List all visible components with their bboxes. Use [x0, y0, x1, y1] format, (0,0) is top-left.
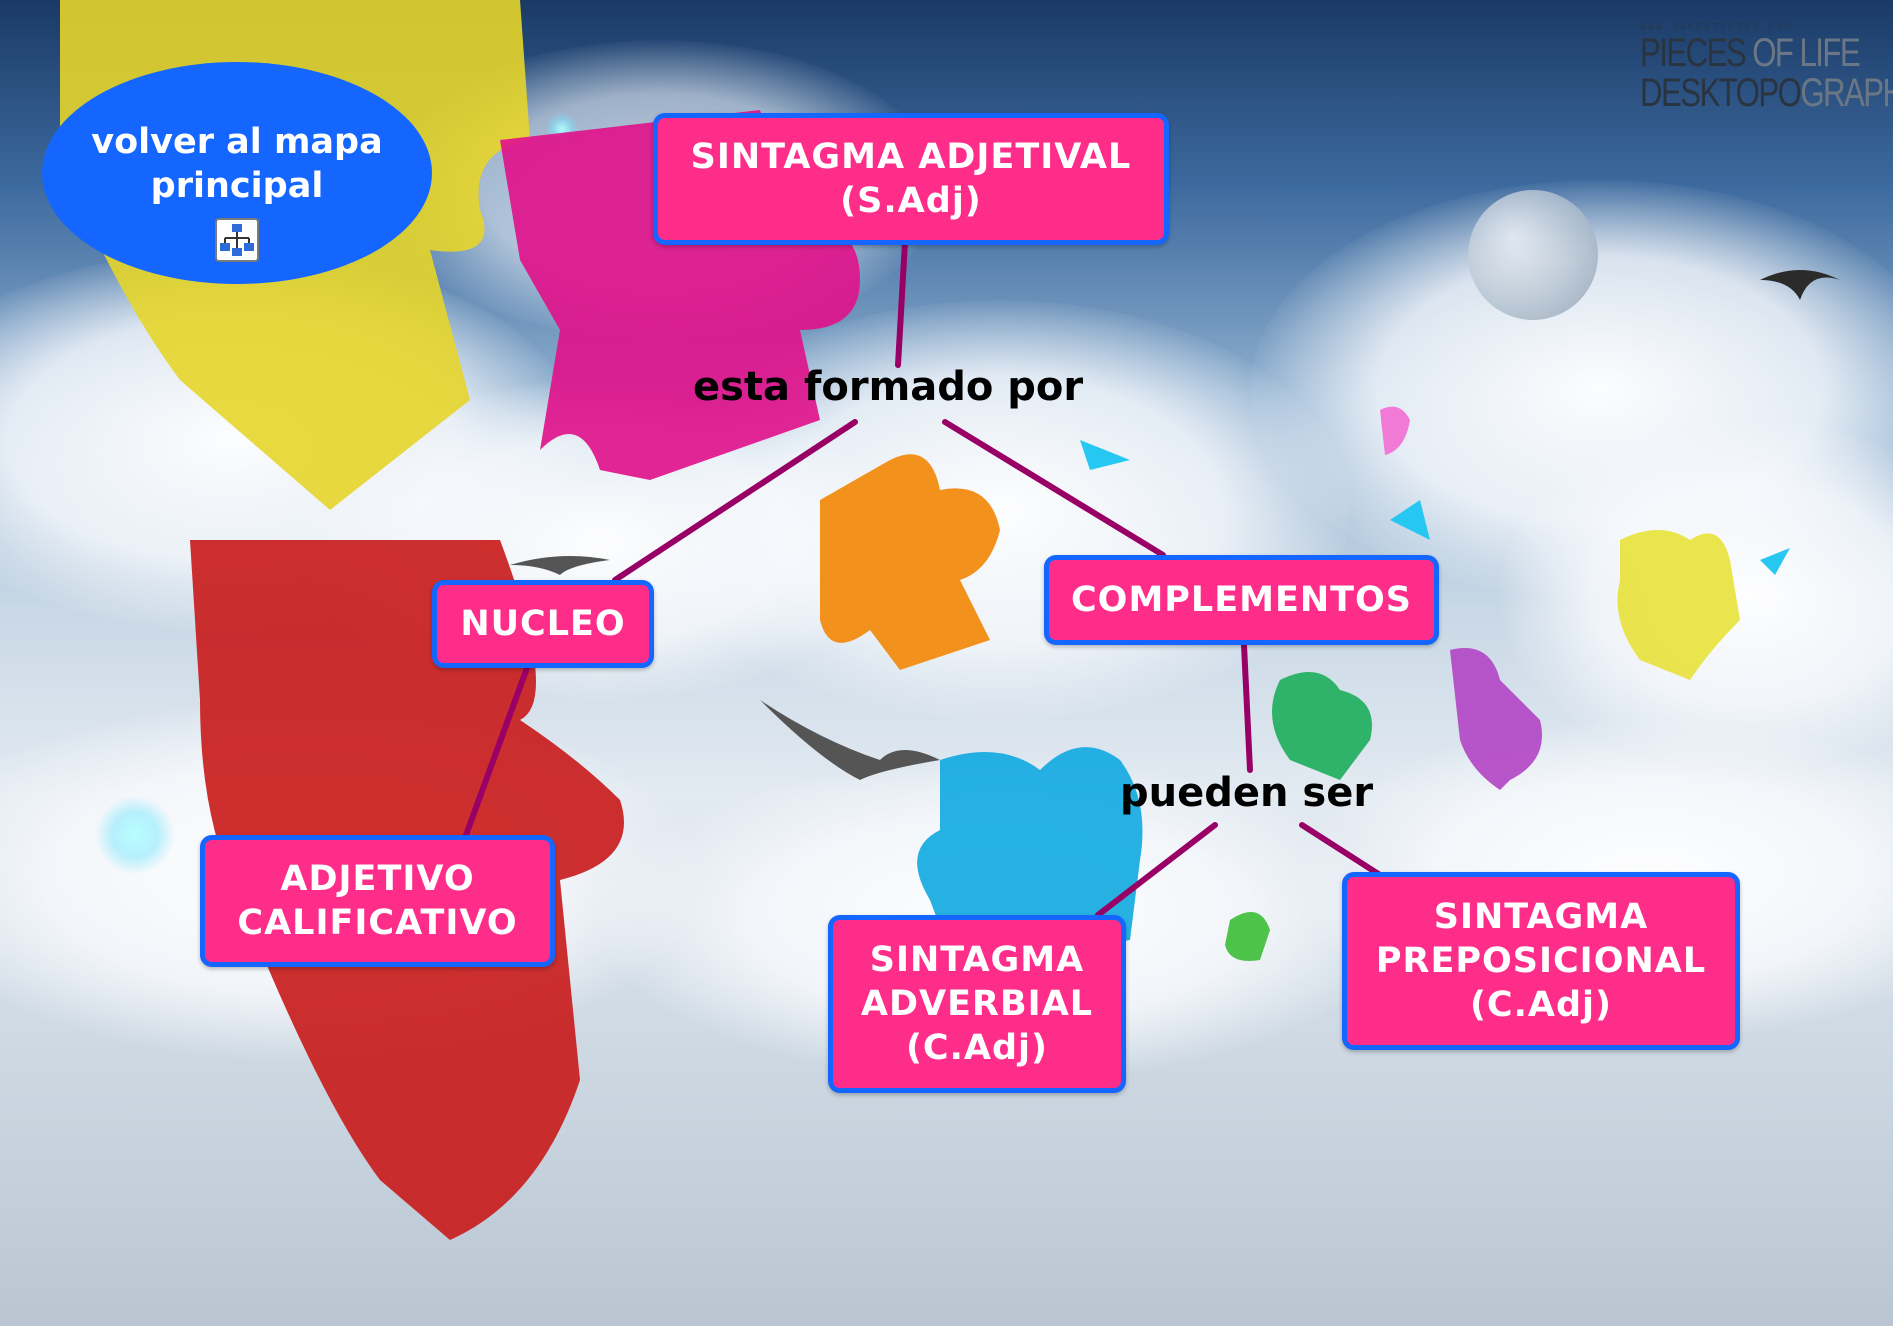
node-text-line: PREPOSICIONAL — [1375, 941, 1707, 981]
node-text-line: SINTAGMA ADJETIVAL — [690, 137, 1132, 177]
node-text-line: CALIFICATIVO — [237, 903, 518, 943]
watermark-pieces: PIECES — [1640, 31, 1747, 75]
node-text-line: SINTAGMA — [1433, 897, 1649, 937]
node-nucleo[interactable]: NUCLEO — [432, 580, 654, 668]
node-text-line: (C.Adj) — [905, 1028, 1049, 1068]
node-adjetivo-calificativo[interactable]: ADJETIVO CALIFICATIVO — [200, 835, 555, 967]
back-to-main-map-button[interactable]: volver al mapa principal — [42, 62, 432, 284]
connector-label-to-adverbial — [1095, 822, 1218, 918]
node-text-line: ADVERBIAL — [860, 984, 1094, 1024]
node-text-line: SINTAGMA — [869, 940, 1085, 980]
node-complementos[interactable]: COMPLEMENTOS — [1044, 555, 1439, 645]
watermark-deskto: DESKTOPO — [1640, 71, 1802, 115]
desktopography-watermark: WWW.JAKESTUDIOS.COM PIECES OF LIFE DESKT… — [1640, 22, 1893, 115]
connector-adjetival-to-label — [895, 239, 908, 368]
node-text-line: (C.Adj) — [1469, 985, 1613, 1025]
moon-decoration — [1468, 190, 1598, 320]
link-label-pueden-ser: pueden ser — [1120, 770, 1374, 816]
watermark-url: WWW.JAKESTUDIOS.COM — [1640, 22, 1793, 33]
link-label-esta-formado-por: esta formado por — [693, 364, 1084, 410]
node-text-line: NUCLEO — [460, 604, 626, 644]
node-sintagma-adjetival[interactable]: SINTAGMA ADJETIVAL (S.Adj) — [653, 113, 1169, 245]
watermark-line-1: PIECES OF LIFE — [1640, 31, 1861, 75]
watermark-graphy: GRAPHY — [1800, 71, 1893, 115]
concept-map-icon — [215, 218, 259, 262]
connector-nucleo-to-adjetivo — [463, 665, 530, 838]
node-text-line: COMPLEMENTOS — [1071, 580, 1412, 620]
connector-label-to-nucleo — [612, 419, 858, 583]
connector-label-to-complementos — [942, 419, 1166, 558]
back-link-line-1: volver al mapa — [91, 122, 383, 162]
node-text-line: (S.Adj) — [840, 181, 982, 221]
node-text-line: ADJETIVO — [280, 859, 475, 899]
node-sintagma-adverbial[interactable]: SINTAGMA ADVERBIAL (C.Adj) — [828, 915, 1126, 1093]
node-sintagma-preposicional[interactable]: SINTAGMA PREPOSICIONAL (C.Adj) — [1342, 872, 1740, 1050]
connector-label-to-preposicional — [1299, 822, 1383, 878]
back-link-line-2: principal — [150, 166, 324, 206]
watermark-of-life: OF LIFE — [1752, 31, 1861, 75]
watermark-line-2: DESKTOPOGRAPHY — [1640, 71, 1893, 115]
connector-complementos-to-label — [1241, 642, 1253, 773]
